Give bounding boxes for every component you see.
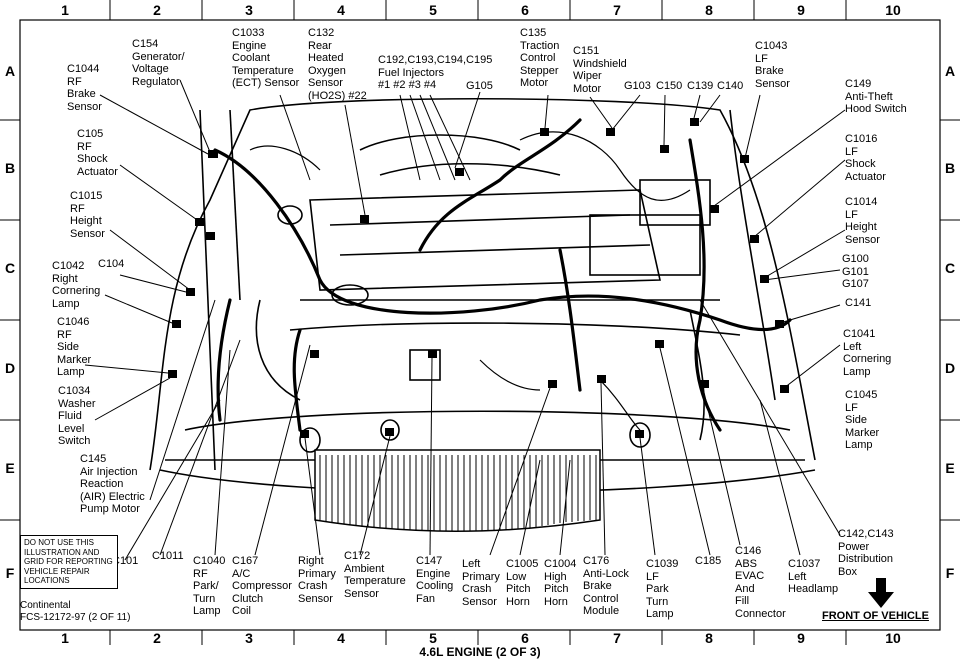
callout-fuel-injectors: C192,C193,C194,C195 Fuel Injectors #1 #2… (378, 54, 493, 91)
grid-col-2: 2 (153, 2, 161, 18)
callout-left-crash-sensor: Left Primary Crash Sensor (462, 558, 500, 608)
callout-c147: C147 Engine Cooling Fan (416, 555, 454, 605)
grid-row-f: F (5, 565, 15, 581)
grid-row-d-right: D (944, 360, 956, 376)
footer-brand-name: Continental (20, 600, 71, 611)
callout-c1004: C1004 High Pitch Horn (544, 558, 577, 608)
grid-col-6-bottom: 6 (521, 630, 529, 646)
callout-c154: C154 Generator/ Voltage Regulator (132, 38, 185, 88)
callout-c140: C140 (717, 80, 744, 92)
grid-row-b: B (4, 160, 16, 176)
callout-c1040: C1040 RF Park/ Turn Lamp (193, 555, 226, 617)
grid-col-5: 5 (429, 2, 437, 18)
callout-c151: C151 Windshield Wiper Motor (573, 45, 627, 95)
callout-c1033: C1033 Engine Coolant Temperature (ECT) S… (232, 27, 300, 89)
callout-c167: C167 A/C Compressor Clutch Coil (232, 555, 292, 617)
callout-c1044: C1044 RF Brake Sensor (67, 63, 102, 113)
grid-col-6: 6 (521, 2, 529, 18)
callout-c1043: C1043 LF Brake Sensor (755, 40, 790, 90)
grid-col-4: 4 (337, 2, 345, 18)
grid-row-c-right: C (944, 260, 956, 276)
callout-c105: C105 RF Shock Actuator (77, 128, 118, 178)
grid-col-9: 9 (797, 2, 805, 18)
callout-c145: C145 Air Injection Reaction (AIR) Electr… (80, 453, 145, 515)
grid-col-9-bottom: 9 (797, 630, 805, 646)
front-of-vehicle-label: FRONT OF VEHICLE (822, 610, 929, 622)
callout-c146: C146 ABS EVAC And Fill Connector (735, 545, 786, 620)
callout-c142-c143: C142,C143 Power Distribution Box (838, 528, 894, 578)
callout-c1042: C1042 Right Cornering Lamp (52, 260, 101, 310)
callout-c1034: C1034 Washer Fluid Level Switch (58, 385, 96, 447)
grid-col-10-bottom: 10 (885, 630, 901, 646)
grid-col-8: 8 (705, 2, 713, 18)
callout-c1039: C1039 LF Park Turn Lamp (646, 558, 679, 620)
callout-c132: C132 Rear Heated Oxygen Sensor (HO2S) #2… (308, 27, 367, 102)
grid-row-e-right: E (945, 460, 955, 476)
grid-col-1: 1 (61, 2, 69, 18)
grid-col-5-bottom: 5 (429, 630, 437, 646)
front-arrow-icon (868, 578, 894, 608)
callout-c1016: C1016 LF Shock Actuator (845, 133, 886, 183)
callout-c141: C141 (845, 297, 872, 309)
grid-usage-notice: DO NOT USE THIS ILLUSTRATION AND GRID FO… (20, 535, 118, 589)
grid-row-f-right: F (945, 565, 955, 581)
grid-col-7: 7 (613, 2, 621, 18)
callout-c101: C101 (112, 555, 139, 567)
grid-col-10: 10 (885, 2, 901, 18)
grid-row-d: D (4, 360, 16, 376)
grid-col-3-bottom: 3 (245, 630, 253, 646)
grid-col-4-bottom: 4 (337, 630, 345, 646)
callout-c150: C150 (656, 80, 683, 92)
callout-ground-points: G100 G101 G107 (842, 253, 869, 290)
callout-c1037: C1037 Left Headlamp (788, 558, 839, 595)
callout-c1015: C1015 RF Height Sensor (70, 190, 105, 240)
callout-right-crash-sensor: Right Primary Crash Sensor (298, 555, 336, 605)
callout-c1011: C1011 (152, 550, 184, 562)
callout-g105: G105 (466, 80, 493, 92)
grid-col-8-bottom: 8 (705, 630, 713, 646)
callout-c139: C139 (687, 80, 714, 92)
grid-col-1-bottom: 1 (61, 630, 69, 646)
callout-c135: C135 Traction Control Stepper Motor (520, 27, 560, 89)
callout-c104: C104 (98, 258, 125, 270)
callout-c1014: C1014 LF Height Sensor (845, 196, 880, 246)
callout-c1005: C1005 Low Pitch Horn (506, 558, 539, 608)
grid-row-a-right: A (944, 63, 956, 79)
grid-row-e: E (5, 460, 15, 476)
grid-col-7-bottom: 7 (613, 630, 621, 646)
grid-row-a: A (4, 63, 16, 79)
callout-c172: C172 Ambient Temperature Sensor (344, 550, 406, 600)
callout-g103: G103 (624, 80, 651, 92)
footer-source: Continental FCS-12172-97 (2 OF 11) (20, 600, 130, 624)
callout-c176: C176 Anti-Lock Brake Control Module (583, 555, 629, 617)
callout-c149: C149 Anti-Theft Hood Switch (845, 78, 907, 115)
callout-c1041: C1041 Left Cornering Lamp (843, 328, 892, 378)
grid-row-b-right: B (944, 160, 956, 176)
callout-c185: C185 (695, 555, 722, 567)
grid-col-2-bottom: 2 (153, 630, 161, 646)
grid-col-3: 3 (245, 2, 253, 18)
diagram-title: 4.6L ENGINE (2 OF 3) (419, 645, 541, 659)
callout-c1045: C1045 LF Side Marker Lamp (845, 389, 880, 451)
grid-row-c: C (4, 260, 16, 276)
callout-c1046: C1046 RF Side Marker Lamp (57, 316, 92, 378)
footer-document-code: FCS-12172-97 (2 OF 11) (20, 612, 131, 623)
